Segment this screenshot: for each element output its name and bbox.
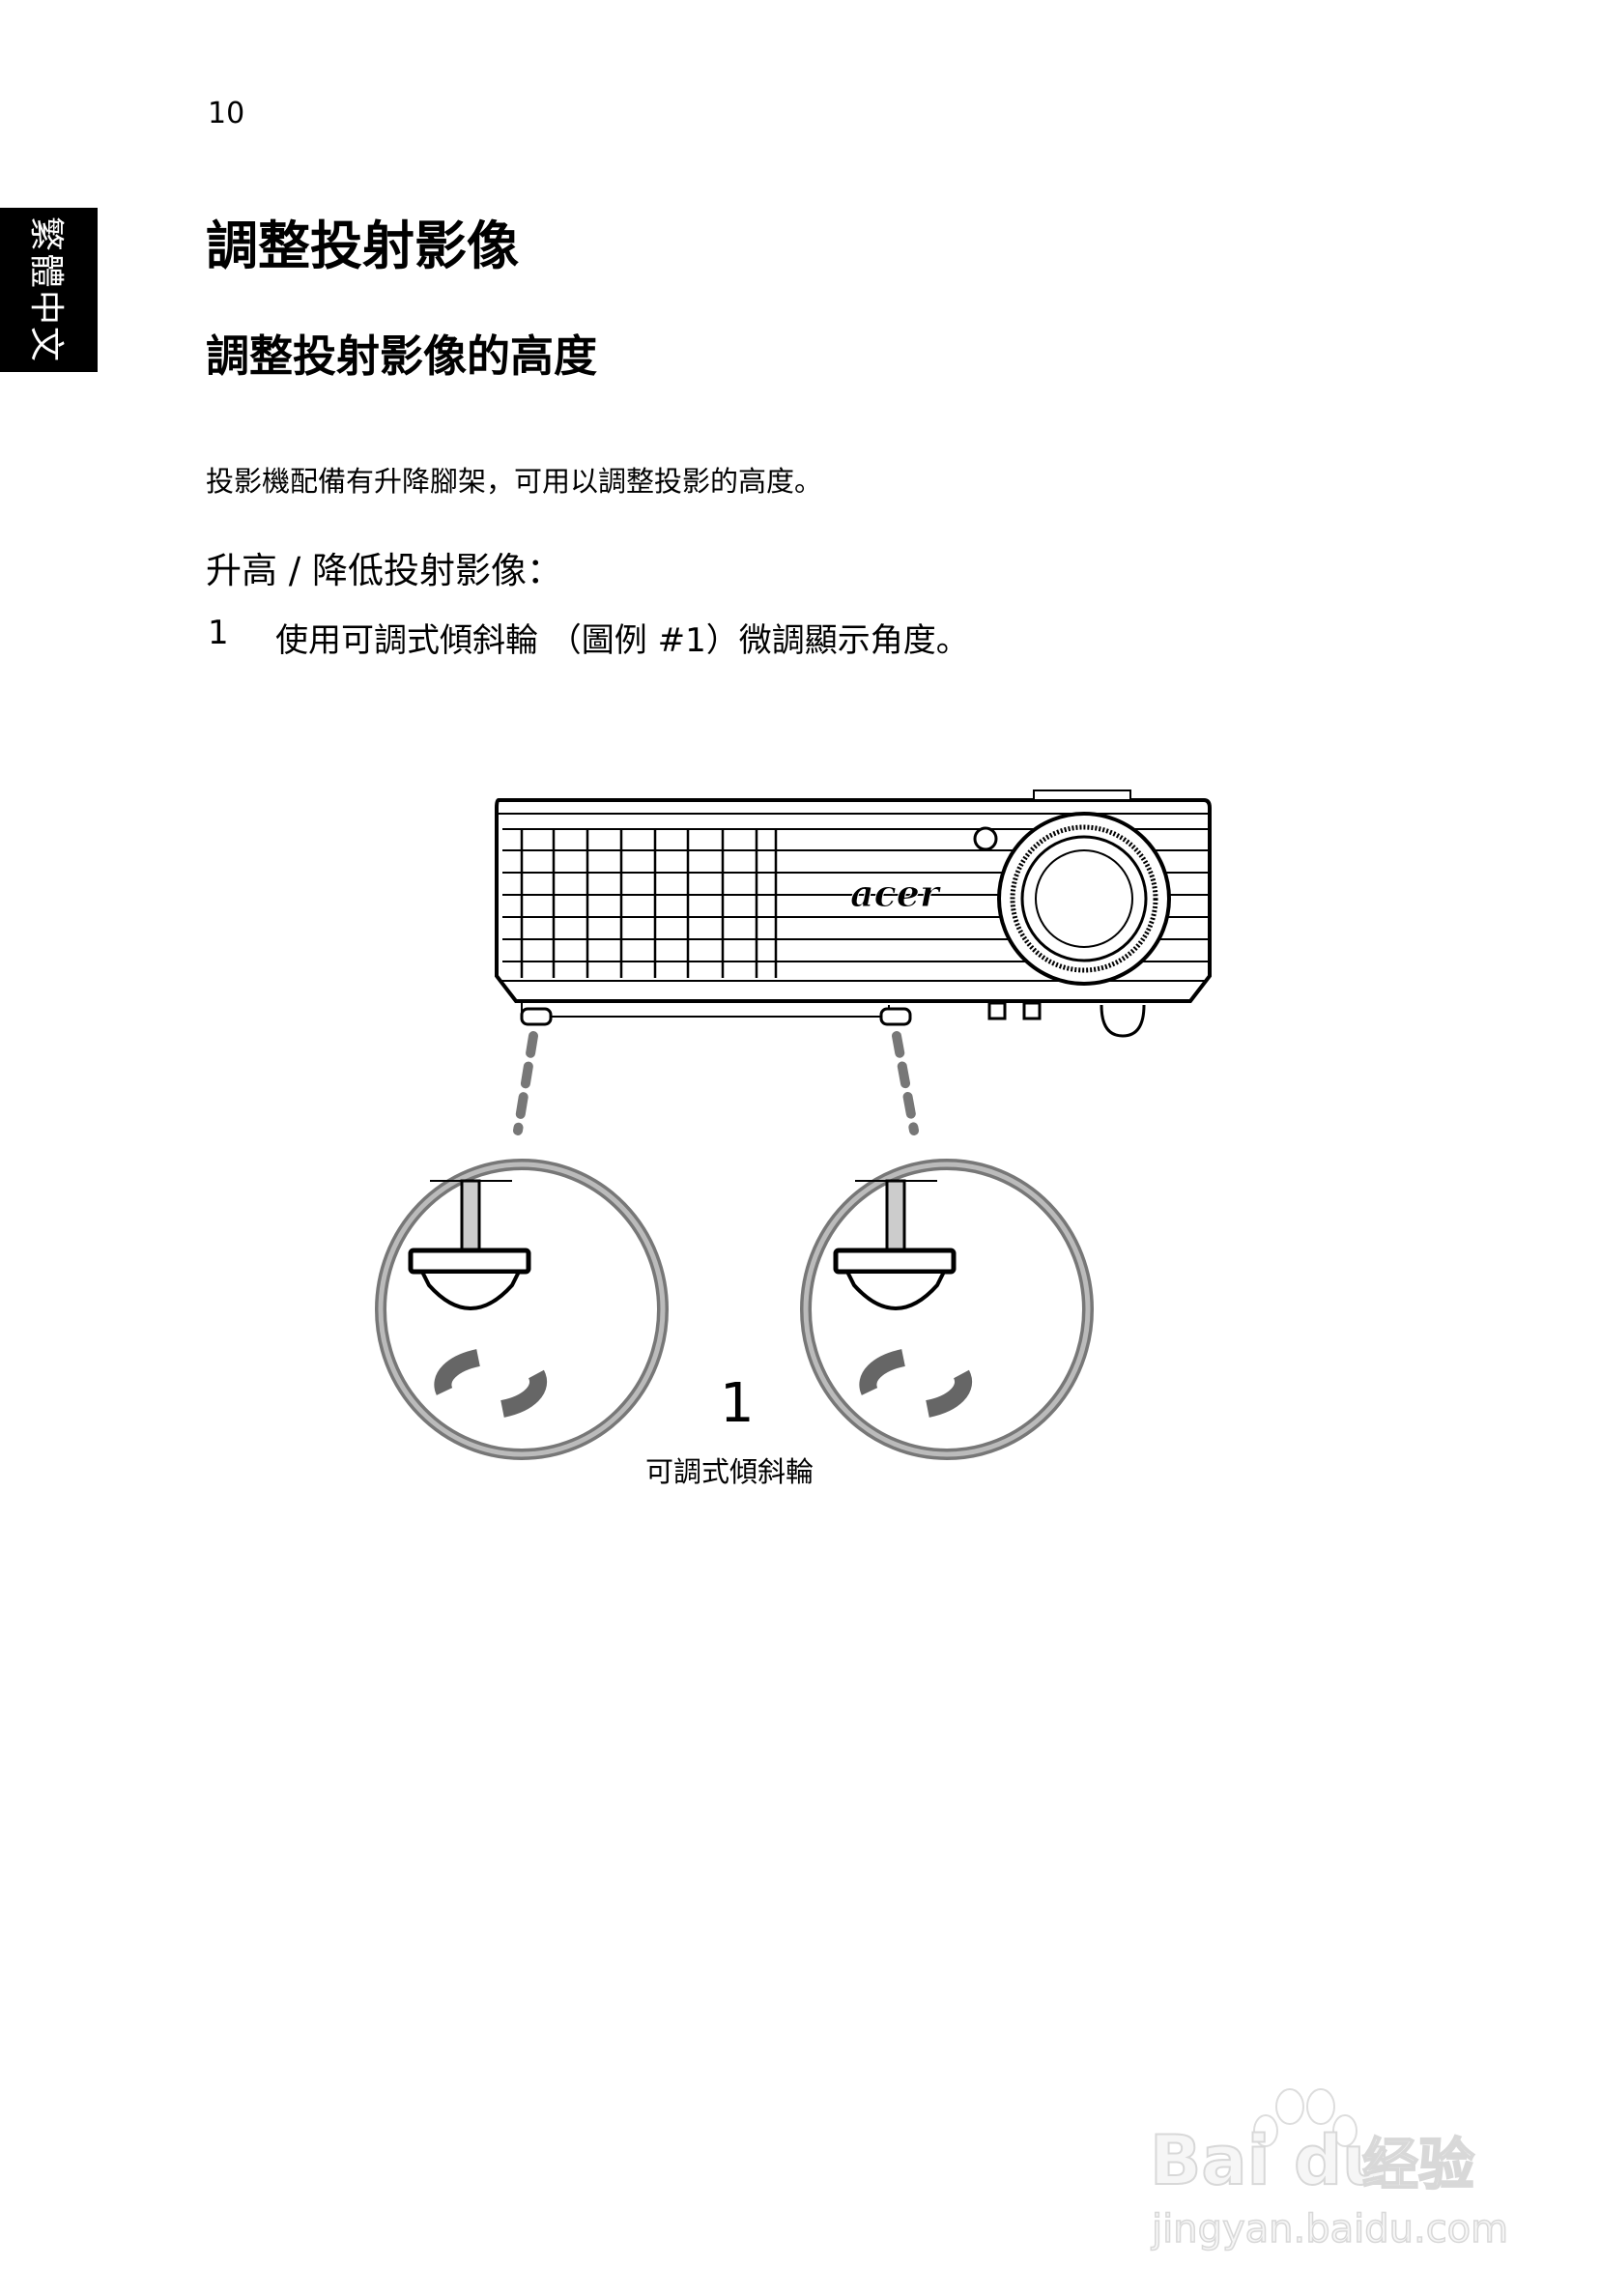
acer-logo: acer bbox=[850, 872, 942, 915]
step-number: 1 bbox=[208, 614, 229, 652]
intro-paragraph: 投影機配備有升降腳架，可用以調整投影的高度。 bbox=[206, 465, 823, 498]
projector-icon bbox=[495, 789, 1212, 1038]
language-side-tab: 繁體中文 bbox=[0, 208, 98, 372]
paw-icon bbox=[1275, 2088, 1304, 2125]
section-title: 調整投射影像的高度 bbox=[206, 330, 598, 382]
watermark-brand: Bai du bbox=[1150, 2121, 1390, 2200]
projector-illustration: acer bbox=[375, 789, 1212, 1460]
step-text: 使用可調式傾斜輪 （圖例 #1）微調顯示角度。 bbox=[275, 621, 969, 660]
page-number: 10 bbox=[208, 97, 245, 130]
rotate-arrows-icon bbox=[434, 1349, 548, 1418]
watermark-product: 经验 bbox=[1362, 2132, 1474, 2197]
watermark-url: jingyan.baidu.com bbox=[1151, 2207, 1508, 2252]
page-title: 調整投射影像 bbox=[206, 215, 519, 276]
procedure-title: 升高 / 降低投射影像： bbox=[206, 550, 562, 591]
callout-number: 1 bbox=[720, 1372, 755, 1435]
language-label: 繁體中文 bbox=[25, 215, 66, 364]
callout-label: 可調式傾斜輪 bbox=[645, 1455, 814, 1488]
rotate-arrows-icon bbox=[859, 1349, 973, 1418]
baidu-watermark: Bai du 经验 jingyan.baidu.com bbox=[1149, 2088, 1509, 2253]
